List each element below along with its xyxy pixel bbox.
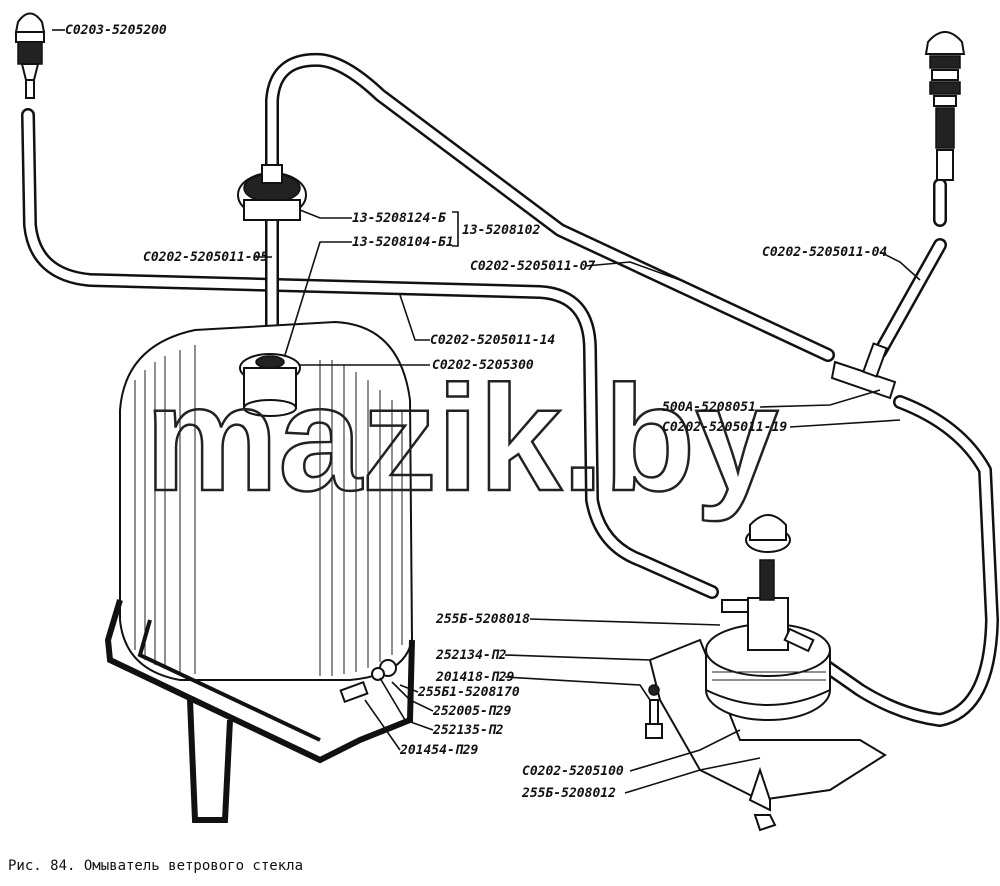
filler-cap bbox=[237, 164, 307, 221]
label-washer-2: 252135-П2 bbox=[432, 723, 504, 738]
label-cap: 13-5208124-Б bbox=[352, 211, 446, 226]
label-cap-assembly: 13-5208102 bbox=[462, 223, 540, 238]
reservoir-tank bbox=[104, 320, 415, 823]
label-cap-insert: 13-5208104-Б1 bbox=[352, 235, 454, 250]
watermark: mazik.by bbox=[145, 354, 779, 522]
label-tube-0507: С0202-5205011-07 bbox=[470, 259, 595, 274]
label-tube-0519: С0202-5205011-19 bbox=[662, 420, 787, 435]
label-nut: 252005-П29 bbox=[432, 704, 511, 719]
label-tee: 500А-5208051 bbox=[662, 400, 756, 415]
label-pump-bracket: 255Б-5208018 bbox=[435, 612, 530, 627]
figure-caption: Рис. 84. Омыватель ветрового стекла bbox=[8, 858, 303, 874]
label-tank: С0202-5205300 bbox=[432, 358, 534, 373]
label-nozzle-left: С0203-5205200 bbox=[65, 23, 167, 38]
label-tube-0505: С0202-5205011-05 bbox=[143, 250, 268, 265]
label-bolt-2: 201454-П29 bbox=[399, 743, 478, 758]
tubes bbox=[21, 52, 999, 727]
part-labels: С0203-5205200 13-5208124-Б 13-5208104-Б1… bbox=[65, 23, 887, 801]
label-bolt-1: 201418-П29 bbox=[435, 670, 514, 685]
label-tube-0514: С0202-5205011-14 bbox=[430, 333, 555, 348]
tee-fitting bbox=[830, 360, 897, 400]
left-nozzle bbox=[14, 12, 46, 99]
label-pump-base: 255Б-5208012 bbox=[521, 786, 616, 801]
tube-0507 bbox=[265, 52, 835, 362]
washer-pump bbox=[645, 514, 887, 832]
label-pump: С0202-5205100 bbox=[522, 764, 624, 779]
label-bracket-part: 255Б1-5208170 bbox=[417, 685, 520, 700]
label-tube-0504: С0202-5205011-04 bbox=[762, 245, 887, 260]
label-washer-1: 252134-П2 bbox=[435, 648, 507, 663]
right-nozzle bbox=[924, 31, 966, 181]
leader-lines bbox=[52, 29, 921, 794]
